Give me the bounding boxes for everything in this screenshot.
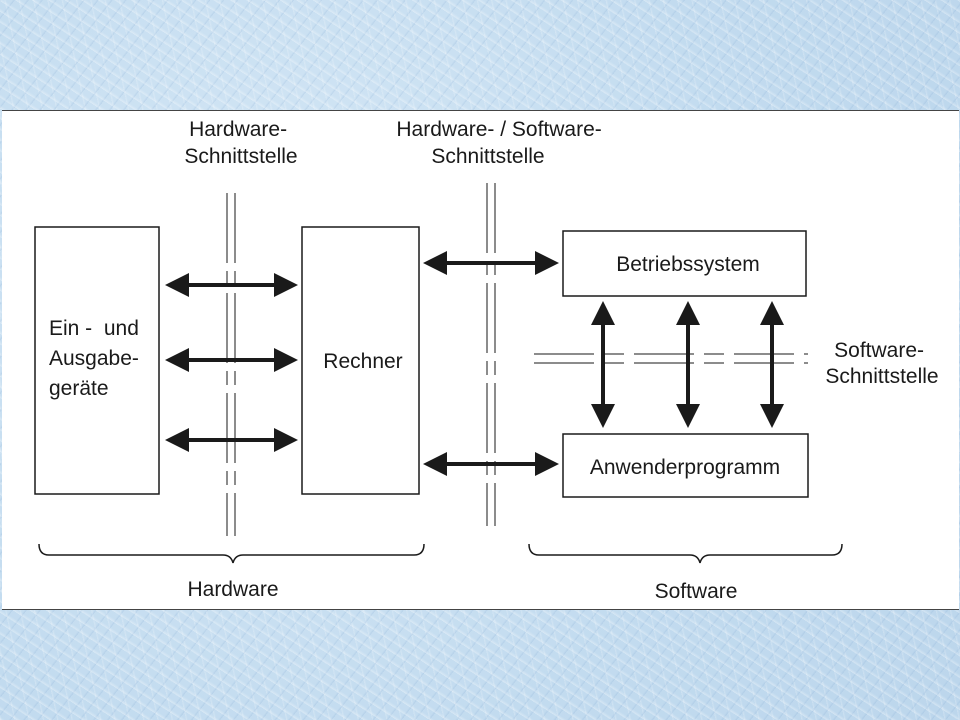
software-interface-label: Software- Schnittstelle xyxy=(825,339,938,388)
hardware-interface-line xyxy=(226,193,236,536)
software-group-label: Software xyxy=(655,580,738,603)
computer-box xyxy=(301,226,420,495)
computer-label: Rechner xyxy=(323,350,402,373)
diagram-canvas: Hardware- Schnittstelle Hardware- / Soft… xyxy=(34,118,939,603)
hardware-interface-label-line1: Hardware- xyxy=(189,118,287,141)
io-devices-label-line3: geräte xyxy=(49,377,109,400)
software-brace xyxy=(528,543,843,564)
diagram-panel: Hardware- Schnittstelle Hardware- / Soft… xyxy=(2,110,959,610)
operating-system-box xyxy=(562,230,807,297)
software-interface-line xyxy=(534,353,808,364)
io-devices-label-line2: Ausgabe- xyxy=(49,347,139,370)
software-interface-label-line1: Software- xyxy=(834,339,924,362)
io-devices-label: Ein - und Ausgabe- geräte xyxy=(49,317,145,400)
io-devices-box xyxy=(34,226,160,495)
application-program-box xyxy=(562,433,809,498)
software-interface-label-line2: Schnittstelle xyxy=(825,365,938,388)
hardware-software-interface-label: Hardware- / Software- Schnittstelle xyxy=(396,118,607,168)
io-devices-label-line1: Ein - und xyxy=(49,317,139,340)
operating-system-label: Betriebssystem xyxy=(616,253,760,276)
application-program-label: Anwenderprogramm xyxy=(590,456,780,479)
hardware-brace xyxy=(38,543,425,564)
hardware-interface-label: Hardware- Schnittstelle xyxy=(184,118,297,168)
hardware-interface-label-line2: Schnittstelle xyxy=(184,145,297,168)
hardware-group-label: Hardware xyxy=(187,578,278,601)
hardware-software-interface-line xyxy=(486,183,496,526)
hardware-software-interface-label-line1: Hardware- / Software- xyxy=(396,118,601,141)
hardware-software-interface-label-line2: Schnittstelle xyxy=(431,145,544,168)
